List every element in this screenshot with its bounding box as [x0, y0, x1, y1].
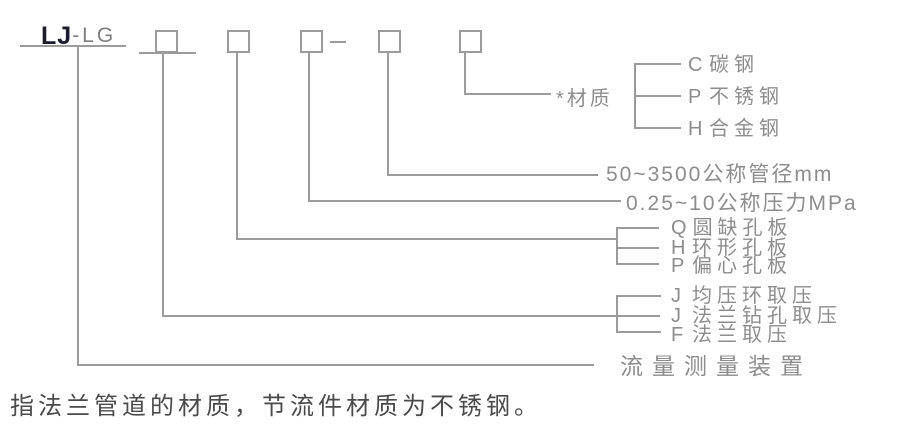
- tapping-type-flange-drilled: J 法兰钻孔取压: [671, 306, 842, 326]
- connector-box1-vertical: [162, 53, 164, 316]
- code-separator-dash: [330, 41, 346, 43]
- material-label: *材质: [556, 88, 613, 110]
- orifice-bracket-stub-middle: [616, 247, 659, 249]
- orifice-code-q: Q: [671, 217, 687, 239]
- code-box-1: [155, 30, 178, 53]
- material-bracket-stub-middle: [634, 95, 681, 97]
- orifice-bracket-vertical: [616, 227, 618, 265]
- connector-box1-horizontal: [162, 315, 660, 317]
- orifice-name-q: 圆缺孔板: [692, 217, 793, 239]
- code-box-4: [378, 30, 401, 53]
- tapping-name-f: 法兰取压: [692, 324, 792, 346]
- material-option-stainless-steel: P 不锈钢: [688, 87, 784, 107]
- material-option-carbon-steel: C 碳钢: [688, 55, 759, 75]
- connector-box5-horizontal: [464, 93, 551, 95]
- tapping-code-j1: J: [671, 285, 681, 307]
- code-box-3: [300, 30, 323, 53]
- connector-box3-vertical: [308, 53, 310, 201]
- material-bracket-stub-top: [634, 63, 681, 65]
- tapping-bracket-stub-bottom: [616, 331, 661, 333]
- device-label: 流量测量装置: [620, 353, 812, 379]
- tapping-bracket-vertical: [616, 295, 618, 333]
- material-code-p: P: [688, 86, 702, 108]
- tapping-name-j1: 均压环取压: [692, 285, 817, 307]
- orifice-code-h: H: [671, 237, 686, 259]
- code-box-5: [459, 30, 482, 53]
- connector-box2-horizontal: [236, 238, 617, 240]
- material-name-p: 不锈钢: [709, 86, 784, 108]
- orifice-bracket-stub-top: [616, 227, 659, 229]
- connector-box5-vertical: [464, 53, 466, 94]
- footnote: 指法兰管道的材质，节流件材质为不锈钢。: [10, 393, 542, 420]
- tapping-name-j2: 法兰钻孔取压: [692, 305, 842, 327]
- tapping-code-j2: J: [671, 305, 681, 327]
- connector-model-vertical: [77, 46, 79, 366]
- model-underline: [20, 45, 126, 47]
- box1-underline: [139, 52, 196, 54]
- nominal-diameter-label: 50~3500公称管径mm: [606, 163, 834, 186]
- connector-model-horizontal: [77, 364, 594, 366]
- tapping-bracket-stub-top: [616, 295, 661, 297]
- tapping-type-flange: F 法兰取压: [671, 325, 792, 345]
- code-box-2: [227, 30, 250, 53]
- model-suffix: -LG: [72, 24, 117, 47]
- orifice-type-annular: H 环形孔板: [671, 238, 792, 258]
- connector-box2-vertical: [236, 53, 238, 240]
- material-code-h: H: [688, 118, 703, 140]
- orifice-bracket-stub-bottom: [616, 263, 659, 265]
- orifice-name-h: 环形孔板: [692, 237, 792, 259]
- orifice-type-eccentric: P 偏心孔板: [671, 256, 792, 276]
- material-bracket-stub-bottom: [634, 127, 681, 129]
- material-code-c: C: [688, 54, 703, 76]
- connector-box4-horizontal: [387, 174, 598, 176]
- material-option-alloy-steel: H 合金钢: [688, 119, 784, 139]
- connector-box3-horizontal: [308, 200, 621, 202]
- connector-box4-vertical: [387, 53, 389, 175]
- orifice-name-p: 偏心孔板: [692, 255, 792, 277]
- tapping-code-f: F: [671, 324, 684, 346]
- nominal-pressure-label: 0.25~10公称压力MPa: [626, 192, 858, 215]
- orifice-code-p: P: [671, 255, 685, 277]
- tapping-type-equalizing-ring: J 均压环取压: [671, 286, 817, 306]
- material-name-h: 合金钢: [709, 118, 784, 140]
- material-name-c: 碳钢: [709, 54, 759, 76]
